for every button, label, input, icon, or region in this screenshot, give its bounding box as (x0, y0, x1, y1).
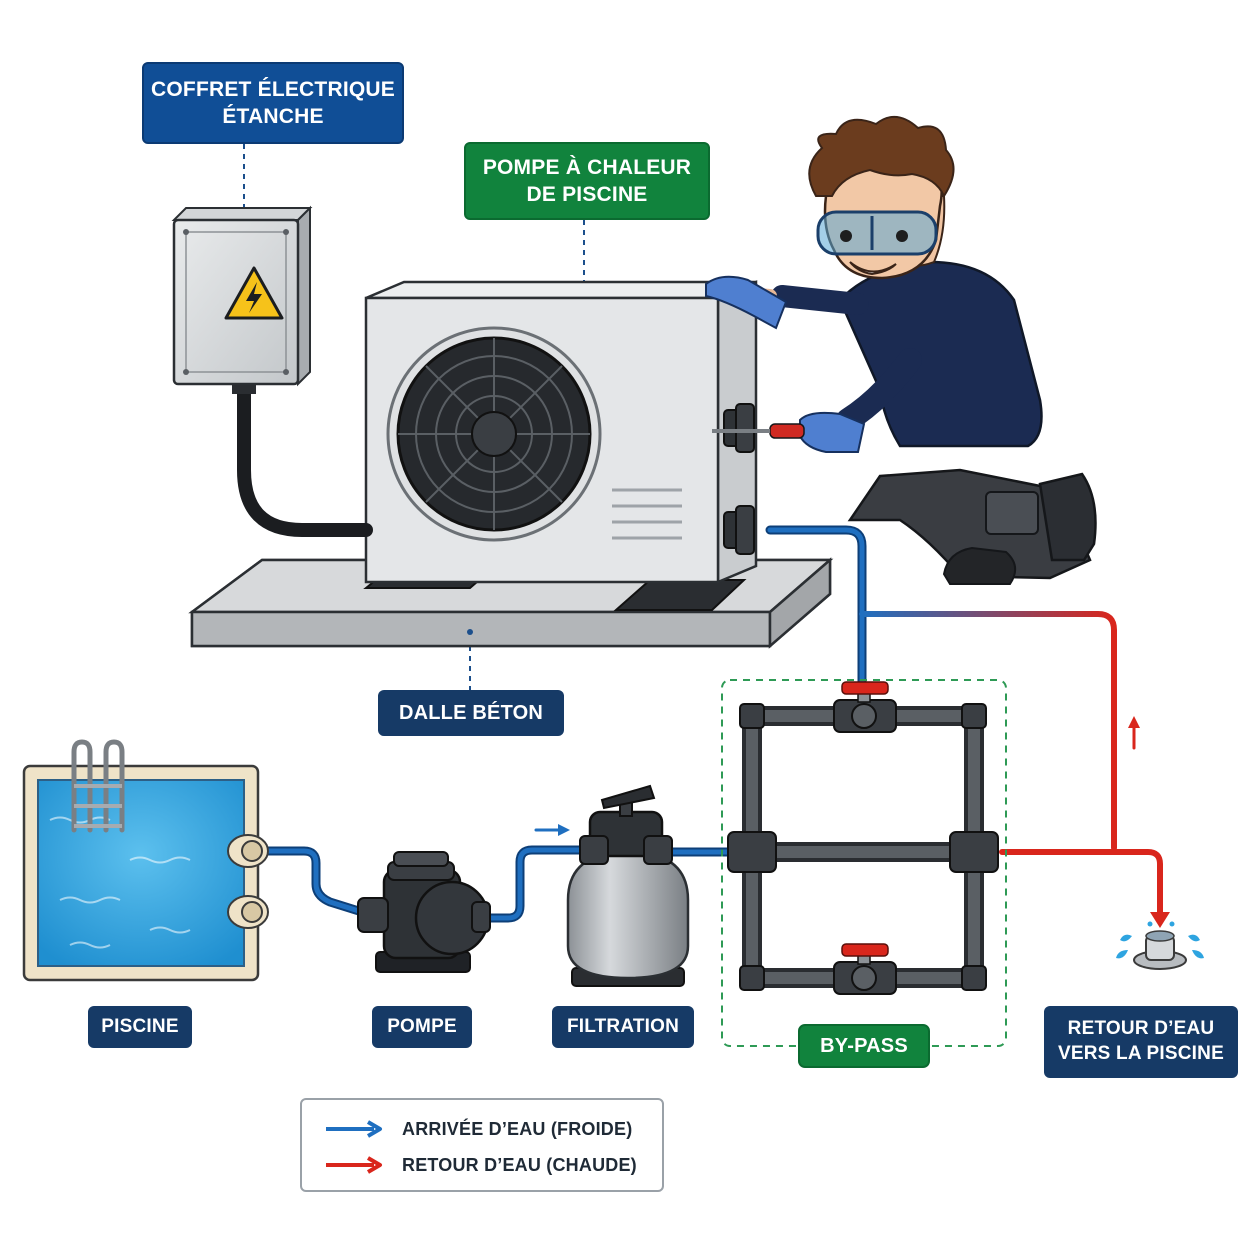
label-text: BY-PASS (820, 1035, 908, 1057)
water-return-nozzle-icon (1116, 921, 1204, 970)
label-text: PISCINE (101, 1015, 179, 1037)
legend-label-hot: RETOUR D’EAU (CHAUDE) (402, 1154, 637, 1175)
technician (705, 116, 1097, 585)
label-filtration: FILTRATION (552, 1006, 694, 1048)
bypass-fittings (727, 699, 999, 995)
cold-pipes (257, 525, 867, 923)
label-pool: PISCINE (88, 1006, 192, 1048)
bypass-frame (721, 679, 1007, 1047)
label-electrical-box: COFFRET ÉLECTRIQUE ÉTANCHE (142, 62, 404, 144)
red-arrow-icon (326, 1156, 382, 1174)
label-text: POMPE (387, 1015, 457, 1037)
label-pump: POMPE (372, 1006, 472, 1048)
label-heat-pump: POMPE À CHALEUR DE PISCINE (464, 142, 710, 220)
electric-hazard-icon (224, 266, 284, 320)
legend-item-cold: ARRIVÉE D’EAU (FROIDE) (324, 1114, 632, 1144)
sand-filter (566, 784, 690, 987)
arrow-icon (1128, 716, 1140, 750)
label-text: FILTRATION (566, 1015, 680, 1037)
electrical-box (171, 205, 373, 537)
filtration-pump (357, 851, 491, 973)
label-line: VERS LA PISCINE (1058, 1043, 1224, 1064)
legend: ARRIVÉE D’EAU (FROIDE) RETOUR D’EAU (CHA… (300, 1098, 664, 1192)
leader-lines (243, 144, 585, 690)
label-bypass: BY-PASS (798, 1024, 930, 1068)
hot-pipes (534, 611, 1170, 928)
blue-arrow-icon (326, 1120, 382, 1138)
legend-item-hot: RETOUR D’EAU (CHAUDE) (324, 1150, 637, 1180)
label-line: DE PISCINE (526, 183, 648, 206)
label-line: COFFRET ÉLECTRIQUE (151, 77, 395, 101)
label-line: ÉTANCHE (222, 105, 324, 128)
heat-pump-unit (364, 280, 758, 584)
bypass-piping (742, 706, 984, 988)
label-text: DALLE BÉTON (398, 702, 544, 724)
label-slab: DALLE BÉTON (378, 690, 564, 736)
valve-handle-icon (841, 681, 889, 703)
valve-handle-icon (841, 943, 889, 965)
label-return: RETOUR D’EAU VERS LA PISCINE (1044, 1006, 1238, 1078)
legend-label-cold: ARRIVÉE D’EAU (FROIDE) (402, 1118, 633, 1139)
label-line: POMPE À CHALEUR (482, 155, 692, 179)
arrow-icon (534, 824, 570, 836)
label-line: RETOUR D’EAU (1067, 1018, 1215, 1040)
swimming-pool (22, 739, 269, 982)
